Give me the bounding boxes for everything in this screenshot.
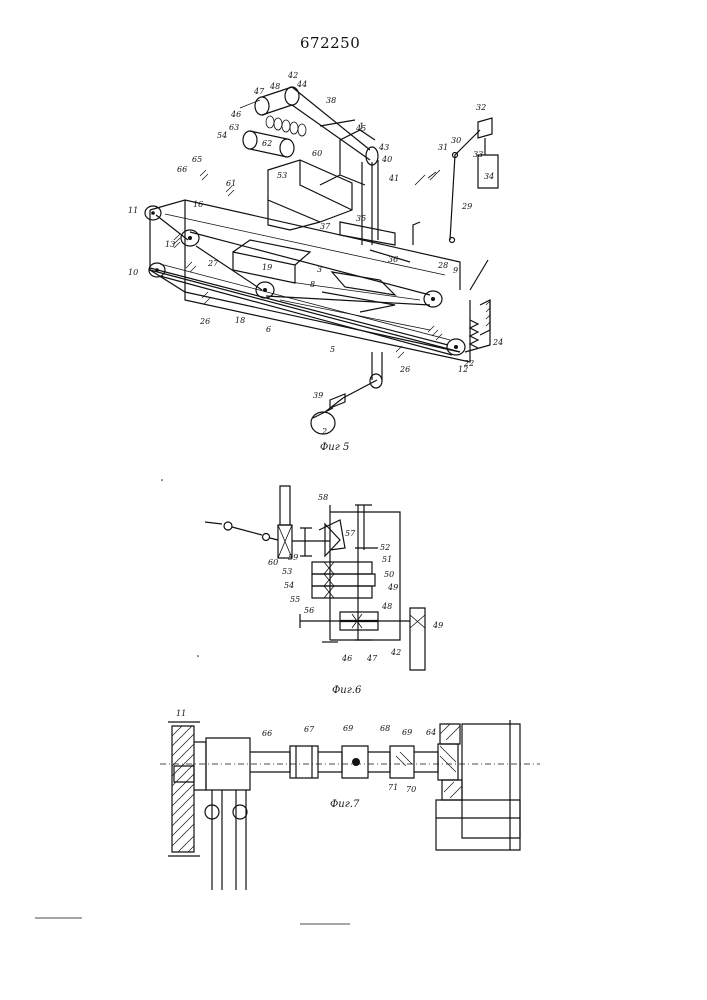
label-64: 53	[277, 171, 287, 180]
stray-marks	[35, 479, 350, 924]
fig5-labels: 1 2 3 5 6 8 9 10 11 12 13 16 18 19 22 24…	[128, 71, 503, 453]
label-55: 55	[290, 595, 300, 604]
fig5-caption: Фиг 5	[320, 442, 349, 453]
fig7-labels: 11 66 67 69 68 69 64 71 70 Фиг.7	[176, 709, 436, 810]
label-16: 16	[193, 200, 203, 209]
fig5-pulleys	[145, 206, 465, 355]
label-42: 42	[287, 71, 298, 80]
label-37: 37	[320, 222, 331, 231]
label-3: 3	[317, 265, 322, 274]
label-50: 50	[384, 570, 394, 579]
label-42: 42	[390, 648, 401, 657]
label-51: 51	[382, 555, 392, 564]
label-69a: 69	[343, 724, 353, 733]
label-19: 19	[262, 263, 272, 272]
label-8: 8	[310, 280, 315, 289]
label-28: 28	[437, 261, 448, 270]
label-41: 41	[388, 174, 399, 183]
label-9: 9	[453, 266, 458, 275]
fig6-gears	[300, 562, 425, 670]
label-31: 31	[438, 143, 448, 152]
fig6-labels: 58 57 52 59 51 53 50 54 49 55 56 48 60 4…	[268, 493, 443, 696]
label-68: 68	[380, 724, 390, 733]
label-38: 38	[326, 96, 336, 105]
label-49b: 49	[432, 621, 443, 630]
label-60: 60	[312, 149, 322, 158]
label-29: 29	[461, 202, 472, 211]
label-35: 35	[356, 214, 366, 223]
label-11: 11	[176, 709, 186, 718]
label-27: 27	[207, 259, 219, 268]
label-60: 60	[268, 558, 278, 567]
label-10: 10	[128, 268, 138, 277]
label-49a: 49	[387, 583, 398, 592]
label-13: 13	[165, 240, 175, 249]
label-22: 22	[463, 359, 474, 368]
label-67: 67	[304, 725, 315, 734]
label-63: 63	[229, 123, 239, 132]
fig5-posts	[362, 160, 420, 380]
label-56: 56	[304, 606, 314, 615]
label-65: 65	[192, 155, 202, 164]
label-26a: 26	[199, 317, 210, 326]
label-11: 11	[128, 206, 138, 215]
label-18: 18	[235, 316, 245, 325]
fig6-caption: Фиг.6	[332, 685, 362, 696]
label-33: 33	[473, 150, 483, 159]
label-57: 57	[345, 529, 356, 538]
label-46: 46	[230, 110, 241, 119]
label-47: 47	[366, 654, 378, 663]
label-48: 48	[269, 82, 280, 91]
label-66: 66	[262, 729, 272, 738]
figure-5: 1 2 3 5 6 8 9 10 11 12 13 16 18 19 22 24…	[128, 71, 503, 453]
fig7-housing	[436, 720, 520, 850]
fig5-belt	[150, 215, 452, 355]
label-46: 46	[341, 654, 352, 663]
label-58: 58	[318, 493, 328, 502]
label-52: 52	[380, 543, 390, 552]
label-36: 36	[388, 255, 398, 264]
label-30: 30	[451, 136, 461, 145]
label-66: 66	[177, 165, 187, 174]
label-34: 34	[484, 172, 494, 181]
label-24: 24	[492, 338, 503, 347]
label-64: 64	[426, 728, 436, 737]
label-47: 47	[253, 87, 265, 96]
label-54: 54	[217, 131, 227, 140]
label-61: 61	[226, 179, 236, 188]
label-26b: 26	[399, 365, 410, 374]
fig6-input	[205, 522, 278, 541]
fig5-spring	[470, 300, 490, 348]
label-70: 70	[406, 785, 416, 794]
label-53: 53	[282, 567, 292, 576]
label-54: 54	[284, 581, 294, 590]
label-39: 39	[313, 391, 323, 400]
label-45: 45	[355, 124, 366, 133]
label-62: 62	[262, 139, 272, 148]
label-32: 32	[476, 103, 486, 112]
label-5: 5	[330, 345, 335, 354]
figure-6: 58 57 52 59 51 53 50 54 49 55 56 48 60 4…	[205, 486, 443, 696]
label-6: 6	[266, 325, 271, 334]
fig7-caption: Фиг.7	[330, 799, 360, 810]
label-59: 59	[288, 553, 298, 562]
label-2: 2	[321, 427, 327, 436]
fig5-drive	[311, 374, 382, 434]
figure-7: 11 66 67 69 68 69 64 71 70 Фиг.7	[160, 709, 540, 890]
label-40: 40	[381, 155, 392, 164]
label-43: 43	[378, 143, 389, 152]
label-71: 71	[388, 783, 398, 792]
label-44: 44	[296, 80, 307, 89]
label-69b: 69	[402, 728, 412, 737]
label-48: 48	[381, 602, 392, 611]
